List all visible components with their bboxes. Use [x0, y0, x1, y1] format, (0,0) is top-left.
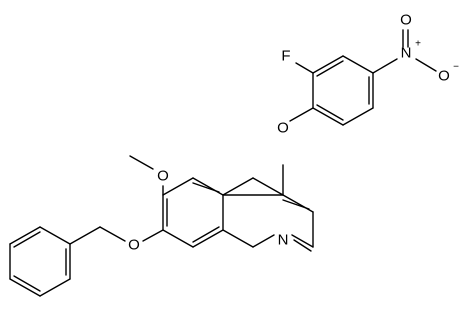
bond — [293, 239, 312, 252]
atom-labels: F O O O N N + O O − — [128, 12, 459, 254]
bond — [69, 226, 101, 245]
bond — [289, 107, 314, 122]
bond — [312, 55, 344, 74]
bond — [162, 229, 194, 248]
bond — [129, 155, 154, 170]
bond — [372, 58, 398, 74]
bond — [415, 58, 437, 72]
quinoline-nitrogen-label: N — [278, 232, 289, 249]
bond — [282, 199, 310, 210]
fluorine-label: F — [281, 48, 290, 65]
nitro-nitrogen-label: N — [401, 45, 412, 62]
bond — [295, 62, 314, 74]
bond — [192, 229, 224, 248]
benzyloxy-oxygen-label: O — [128, 237, 140, 254]
bond — [312, 107, 344, 126]
bonds — [9, 29, 437, 297]
bond — [39, 226, 71, 245]
bond — [13, 275, 41, 292]
bond — [316, 60, 344, 77]
bond — [142, 229, 164, 242]
bond — [9, 278, 41, 297]
nitro-oxygen-bottom-charge: − — [453, 62, 459, 73]
bond — [342, 55, 374, 74]
bond — [192, 226, 220, 243]
bond — [9, 226, 41, 245]
bond — [222, 177, 254, 196]
ether-oxygen-label: O — [277, 120, 289, 137]
nitro-nitrogen-charge: + — [415, 39, 421, 50]
bond — [13, 231, 41, 248]
bond — [192, 182, 220, 193]
methoxy-oxygen-label: O — [157, 168, 169, 185]
nitro-oxygen-top-label: O — [400, 12, 412, 29]
bond — [291, 234, 314, 248]
bond — [252, 234, 275, 248]
nitro-oxygen-bottom-label: O — [438, 68, 450, 85]
bond — [342, 107, 374, 126]
bond — [316, 104, 344, 121]
bond — [99, 226, 126, 242]
bond — [222, 229, 254, 248]
bond — [39, 278, 71, 297]
bond — [162, 177, 194, 196]
bond — [252, 177, 284, 196]
